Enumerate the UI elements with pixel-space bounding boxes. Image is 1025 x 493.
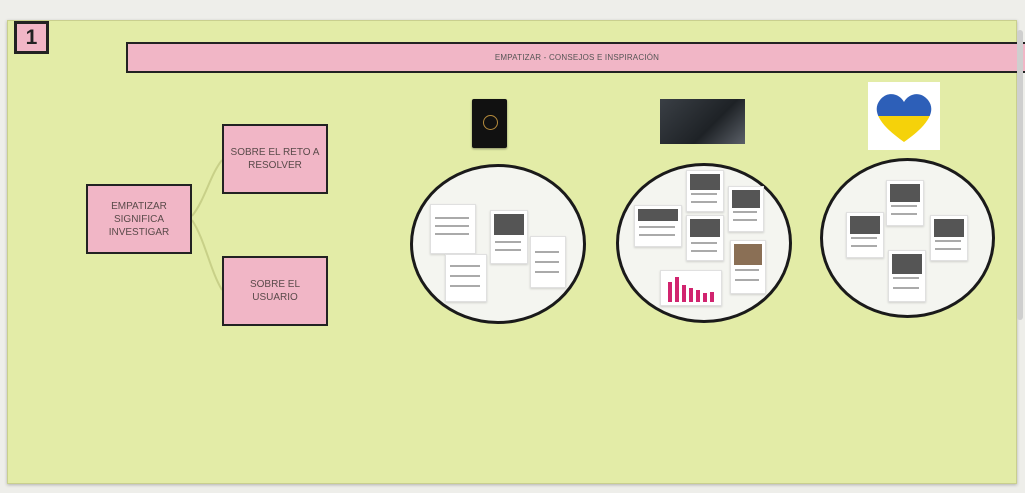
article-thumbnail[interactable] [445, 254, 487, 302]
article-thumbnail[interactable] [930, 215, 968, 261]
sticky-note-reto[interactable]: SOBRE EL RETO A RESOLVER [222, 124, 328, 194]
connector-to-usuario [191, 219, 223, 291]
article-thumbnail[interactable] [634, 205, 682, 247]
frame-title-banner[interactable]: EMPATIZAR - CONSEJOS E INSPIRACIÓN [126, 42, 1025, 73]
article-thumbnail[interactable] [728, 186, 764, 232]
bar-chart-icon [663, 275, 718, 302]
passport-icon[interactable] [472, 99, 507, 148]
heart-shape [876, 94, 932, 143]
article-thumbnail[interactable] [430, 204, 476, 254]
article-thumbnail[interactable] [686, 215, 724, 261]
passport-seal-icon [483, 115, 498, 130]
article-thumbnail[interactable] [886, 180, 924, 226]
sticky-note-empatizar[interactable]: EMPATIZAR SIGNIFICA INVESTIGAR [86, 184, 192, 254]
article-thumbnail[interactable] [846, 212, 884, 258]
connector-to-reto [191, 159, 223, 217]
vertical-scrollbar[interactable] [1017, 30, 1023, 320]
article-thumbnail[interactable] [490, 210, 528, 264]
article-thumbnail[interactable] [888, 250, 926, 302]
article-thumbnail[interactable] [530, 236, 566, 288]
ukraine-heart-icon[interactable] [868, 82, 940, 150]
sticky-note-usuario[interactable]: SOBRE EL USUARIO [222, 256, 328, 326]
news-photo-icon[interactable] [660, 99, 745, 144]
article-thumbnail[interactable] [686, 170, 724, 212]
article-thumbnail[interactable] [730, 240, 766, 294]
frame-number-badge[interactable]: 1 [14, 21, 49, 54]
